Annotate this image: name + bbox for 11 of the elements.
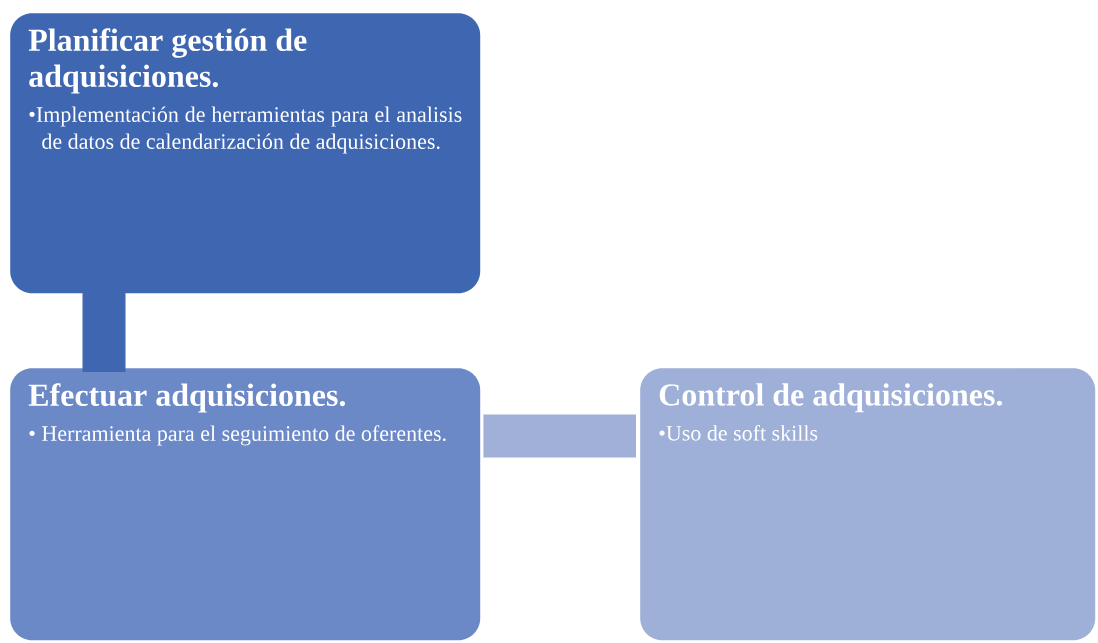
process-box <box>10 13 481 294</box>
box-heading: Control de adquisiciones. <box>659 383 1002 413</box>
connector-bar <box>82 290 126 372</box>
box-heading: Efectuar adquisiciones. <box>28 383 346 413</box>
process-box <box>640 368 1096 641</box>
process-box <box>10 368 481 641</box>
connector-bar <box>483 414 636 458</box>
bullet-text: •Implementación de herramientas para el analisis de datos de calendarización de adquisiciones. <box>29 106 462 154</box>
bullet-text: •Uso de soft skills <box>659 424 818 441</box>
bullet-text: • Herramienta para el seguimiento de oferentes. <box>29 425 446 446</box>
box-heading: Planificar gestión de adquisiciones. <box>28 28 307 94</box>
